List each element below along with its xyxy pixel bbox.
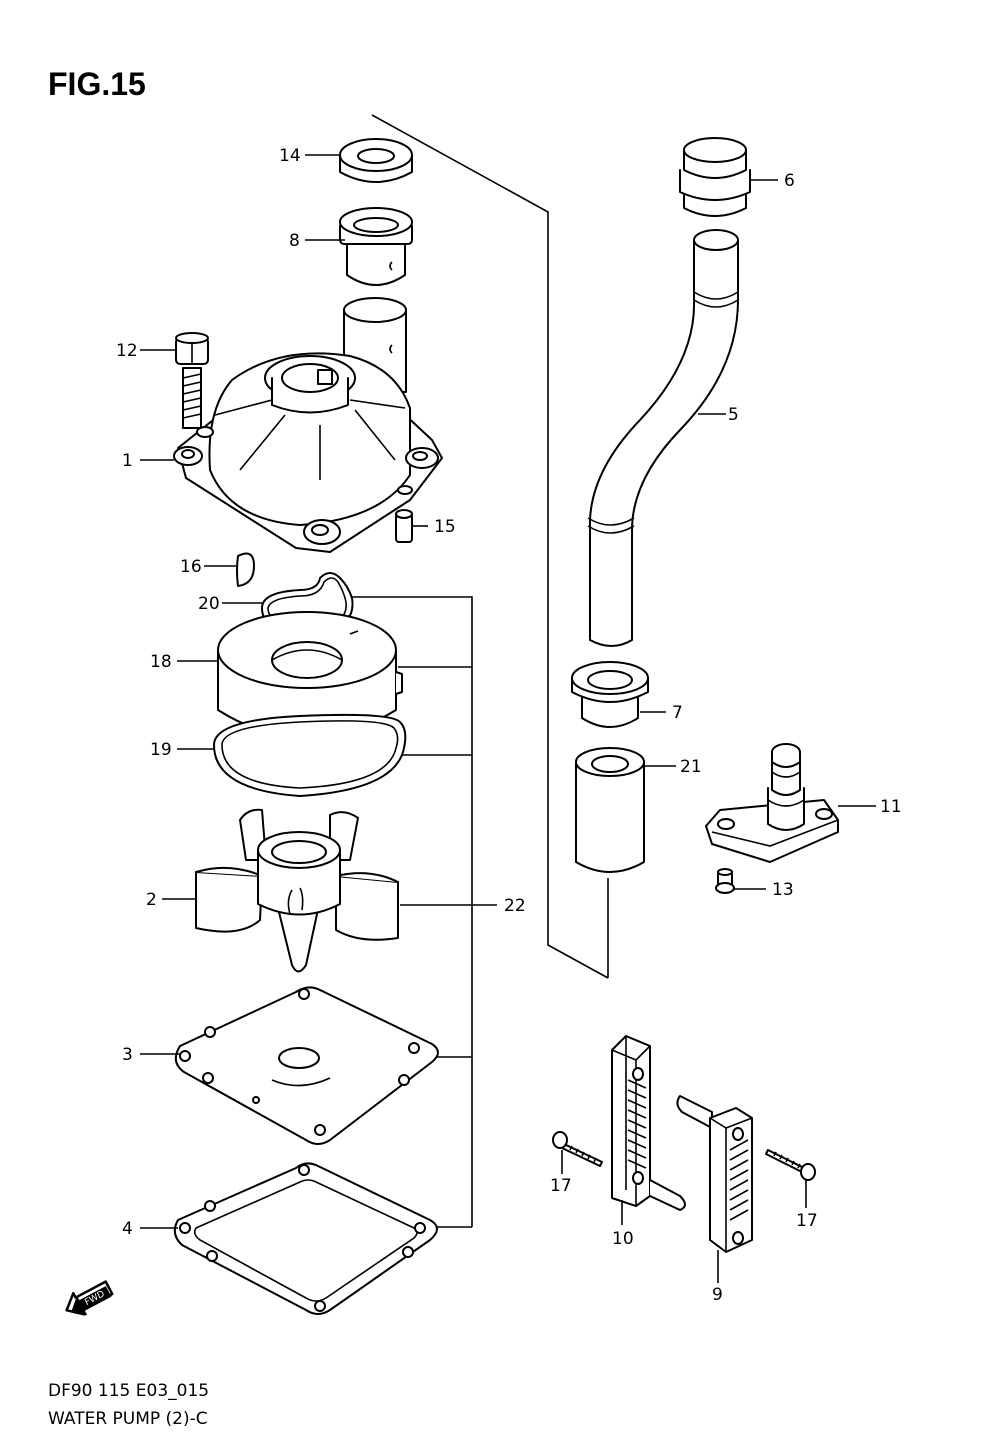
part-8-bushing[interactable] <box>339 207 413 286</box>
callout-21: 21 <box>680 757 702 777</box>
part-19-gasket[interactable] <box>213 713 407 797</box>
callout-15: 15 <box>434 517 456 537</box>
callout-14: 14 <box>279 146 301 166</box>
callout-leaders <box>140 154 876 1283</box>
part-12-bolt[interactable] <box>175 332 209 429</box>
callout-6: 6 <box>784 171 795 191</box>
callout-5: 5 <box>728 405 739 425</box>
callout-9: 9 <box>712 1285 723 1305</box>
part-13-screw[interactable] <box>715 868 735 894</box>
part-11-bracket[interactable] <box>705 743 839 863</box>
callout-22: 22 <box>504 896 526 916</box>
section-name: WATER PUMP (2)-C <box>48 1409 208 1429</box>
part-4-gasket[interactable] <box>173 1162 438 1315</box>
callout-8: 8 <box>289 231 300 251</box>
callout-4: 4 <box>122 1219 133 1239</box>
part-17-screw-right[interactable] <box>765 1149 816 1181</box>
part-17-screw-left[interactable] <box>552 1131 603 1167</box>
callout-13: 13 <box>772 880 794 900</box>
part-9-clip[interactable] <box>676 1095 753 1253</box>
part-21-sleeve[interactable] <box>575 747 645 873</box>
part-2-impeller[interactable] <box>195 808 399 973</box>
model-code: DF90 115 E03_015 <box>48 1381 209 1401</box>
part-1-pump-case[interactable] <box>173 297 443 553</box>
callout-16: 16 <box>180 557 202 577</box>
callout-18: 18 <box>150 652 172 672</box>
callout-17-right: 17 <box>796 1211 818 1231</box>
callout-12: 12 <box>116 341 138 361</box>
callout-7: 7 <box>672 703 683 723</box>
callout-2: 2 <box>146 890 157 910</box>
figure-title: FIG.15 <box>48 66 146 102</box>
callout-19: 19 <box>150 740 172 760</box>
callout-3: 3 <box>122 1045 133 1065</box>
fwd-arrow-icon: FWD <box>65 1280 114 1316</box>
callout-11: 11 <box>880 797 902 817</box>
part-14-seal[interactable] <box>339 138 413 183</box>
part-15-pin[interactable] <box>395 509 413 543</box>
callout-10: 10 <box>612 1229 634 1249</box>
callout-labels: 14 8 12 1 15 16 20 18 19 2 3 4 22 6 5 7 … <box>116 146 902 1305</box>
part-6-grommet[interactable] <box>679 137 751 217</box>
part-3-plate[interactable] <box>174 986 439 1145</box>
part-7-bushing[interactable] <box>571 661 649 728</box>
part-10-clip[interactable] <box>611 1035 686 1211</box>
callout-20: 20 <box>198 594 220 614</box>
callout-1: 1 <box>122 451 133 471</box>
part-5-water-tube[interactable] <box>587 229 739 647</box>
part-16-key[interactable] <box>236 552 255 587</box>
callout-17-left: 17 <box>550 1176 572 1196</box>
